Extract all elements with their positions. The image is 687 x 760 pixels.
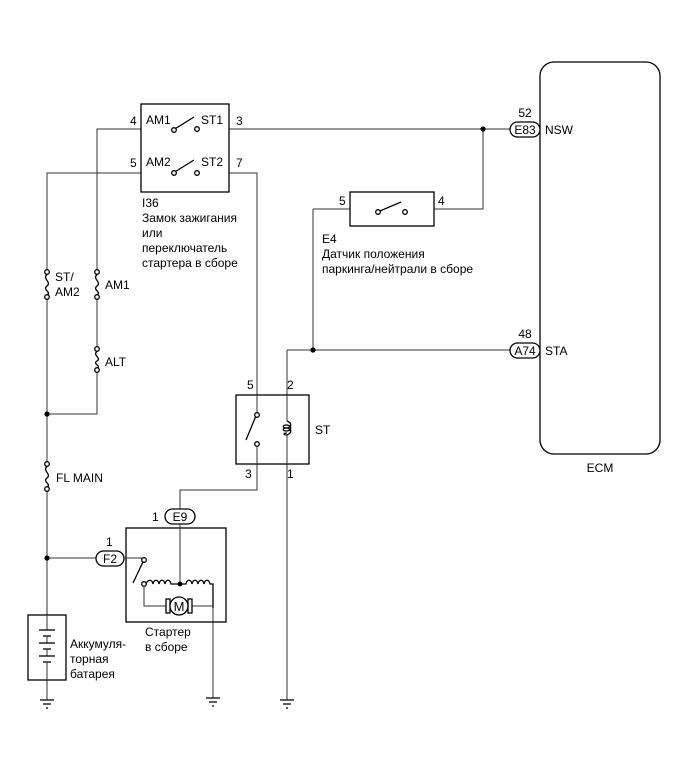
switch-lever: [175, 159, 195, 173]
motor-label: M: [174, 599, 185, 614]
ecm-box: [539, 61, 661, 455]
term-am2-label: AM2: [146, 155, 171, 169]
wires: [46, 128, 510, 700]
switch-contact: [402, 209, 408, 215]
ground-symbol: [40, 699, 54, 709]
fuse-st-am2-label-1: ST/: [55, 270, 74, 284]
sta-label: STA: [545, 344, 567, 358]
connector-a74-label: A74: [514, 344, 536, 358]
neutral-switch-box: [349, 191, 435, 227]
neutral-switch-desc-1: Датчик положения: [322, 247, 425, 261]
switch-contact: [194, 126, 200, 132]
battery-desc-3: батарея: [70, 667, 115, 681]
ecm-label: ECM: [587, 461, 614, 475]
term-am1-label: AM1: [146, 113, 171, 127]
fuse-fl-main-label: FL MAIN: [56, 471, 103, 485]
neutral-switch-id: E4: [322, 232, 337, 246]
term-st2-label: ST2: [201, 155, 223, 169]
connector-e83-label: E83: [514, 123, 536, 137]
relay-pin-2-label: 2: [287, 378, 294, 392]
fuse-alt-label: ALT: [105, 355, 127, 369]
pin-5-label: 5: [130, 156, 137, 170]
pin-52-label: 52: [518, 106, 532, 120]
connector-e9-label: E9: [173, 510, 188, 524]
battery-desc-1: Аккумуля-: [70, 637, 126, 651]
fuse-st-am2: ST/ AM2: [44, 269, 80, 300]
junction-dot: [44, 411, 50, 417]
battery-desc-2: торная: [70, 652, 109, 666]
term-st1-label: ST1: [201, 113, 223, 127]
pin-5-label: 5: [339, 194, 346, 208]
pin-4-label: 4: [130, 114, 137, 128]
pin-f2-label: 1: [106, 535, 113, 549]
fuses: ST/ AM2 AM1 ALT FL MAIN: [44, 269, 130, 492]
relay-pin-5-label: 5: [247, 378, 254, 392]
junction-dot: [480, 126, 486, 132]
connector-e83: [509, 121, 541, 138]
neutral-switch: 5 4 E4 Датчик положения паркинга/нейтрал…: [322, 191, 473, 276]
ignition-switch: AM1 ST1 4 3 AM2 ST2 5 7 I36 Замок зажига…: [130, 103, 243, 270]
junction-dot: [44, 555, 50, 561]
ignition-switch-desc-2: или: [142, 226, 162, 240]
fuse-am1-label: AM1: [105, 278, 130, 292]
fuse-alt: ALT: [94, 346, 127, 373]
nsw-label: NSW: [545, 123, 574, 137]
connector-f2-label: F2: [103, 552, 117, 566]
switch-contact: [171, 170, 177, 176]
pin-48-label: 48: [518, 327, 532, 341]
starter-relay: 5 2 3 1 ST: [235, 378, 331, 481]
starter-desc-1: Стартер: [145, 625, 191, 639]
neutral-switch-desc-2: паркинга/нейтрали в сборе: [322, 262, 473, 276]
relay-pin-3-label: 3: [245, 467, 252, 481]
starter-box: [125, 527, 227, 623]
ground-symbol: [206, 697, 220, 707]
ignition-switch-desc-1: Замок зажигания: [142, 211, 237, 225]
battery: Аккумуля- торная батарея: [27, 614, 126, 681]
fuse-fl-main: FL MAIN: [44, 461, 103, 492]
starter-desc-2: в сборе: [145, 640, 188, 654]
relay-label: ST: [315, 423, 331, 437]
ignition-switch-desc-3: переключатель: [142, 241, 227, 255]
junction-dots: [44, 126, 486, 561]
switch-contact: [375, 209, 381, 215]
ground-symbol: [280, 699, 294, 709]
ecm-unit: ECM E83 52 NSW A74 48 STA: [509, 61, 661, 475]
switch-lever: [379, 201, 402, 212]
pin-3-label: 3: [236, 114, 243, 128]
pin-7-label: 7: [236, 156, 243, 170]
switch-contact: [194, 170, 200, 176]
switch-lever: [175, 116, 195, 130]
relay-box: [235, 394, 310, 465]
motor-symbol: [169, 596, 189, 616]
ignition-switch-desc-4: стартера в сборе: [142, 256, 238, 270]
ignition-switch-id: I36: [142, 196, 159, 210]
ignition-switch-box: [140, 103, 230, 193]
junction-dot: [310, 347, 316, 353]
relay-pin-1-label: 1: [287, 467, 294, 481]
pin-e9-label: 1: [152, 510, 159, 524]
fuse-st-am2-label-2: AM2: [55, 285, 80, 299]
switch-contact: [171, 127, 177, 133]
pin-4-label: 4: [438, 194, 445, 208]
connector-a74: [509, 342, 541, 359]
starter-assembly: E9 1 F2 1 M Стартер в сборе: [95, 508, 227, 654]
fuse-am1: AM1: [94, 269, 130, 300]
